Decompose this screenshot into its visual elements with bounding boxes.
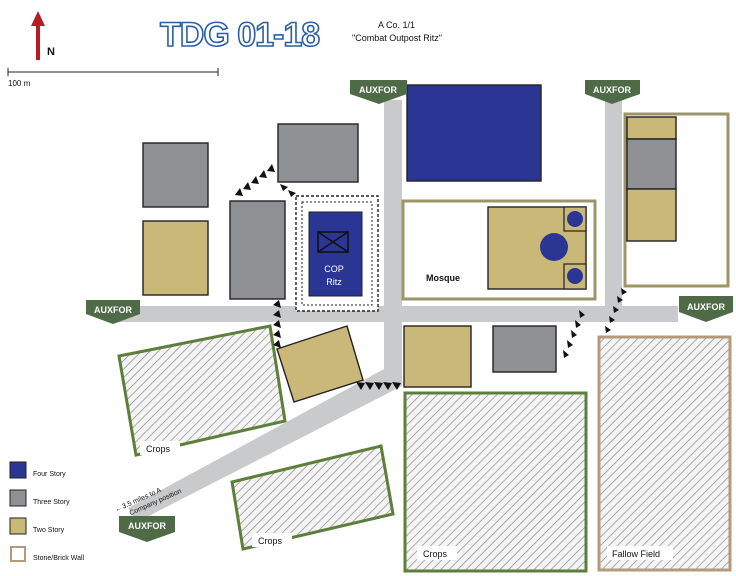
road-north-south-left [384, 100, 402, 376]
auxfor-label: AUXFOR [128, 521, 167, 531]
crops-label-west: Crops [146, 444, 171, 454]
road-diagonal [128, 368, 402, 522]
fallow-field [597, 335, 732, 572]
map-title: TDG 01-18 [160, 16, 319, 54]
building-two-story [626, 116, 677, 140]
building-three-story [626, 138, 677, 190]
north-arrow: N [31, 11, 55, 60]
auxfor-label: AUXFOR [94, 305, 133, 315]
auxfor-marker-southwest: AUXFOR [119, 516, 175, 542]
minaret-north [567, 211, 583, 227]
legend-item-stone-wall: Stone/Brick Wall [10, 546, 85, 562]
crops-label-southwest: Crops [258, 536, 283, 546]
legend: Four Story Three Story Two Story Stone/B… [9, 461, 85, 562]
legend-label: Stone/Brick Wall [33, 555, 85, 562]
auxfor-marker-west: AUXFOR [86, 300, 140, 324]
auxfor-label: AUXFOR [687, 302, 726, 312]
north-label: N [47, 46, 55, 58]
auxfor-marker-north-left: AUXFOR [350, 80, 407, 104]
building-two-story [403, 325, 472, 388]
building-three-story [229, 200, 286, 300]
auxfor-label: AUXFOR [593, 85, 632, 95]
left-arrow-icon: ← [114, 505, 123, 514]
outpost-label-line2: Ritz [326, 277, 342, 287]
crops-label-bg [252, 533, 292, 547]
legend-item-three-story: Three Story [9, 489, 70, 507]
crops-label-bg [417, 546, 457, 560]
minaret-south [567, 268, 583, 284]
crop-field-southwest [230, 444, 395, 551]
legend-label: Two Story [33, 527, 65, 534]
road-north-south-right [605, 100, 622, 322]
fallow-field-label: Fallow Field [612, 549, 660, 559]
scale-label: 100 m [8, 79, 31, 88]
buildings [142, 84, 557, 403]
crops-label-bg [140, 441, 180, 455]
legend-label: Four Story [33, 471, 66, 478]
infantry-symbol-icon [317, 231, 349, 253]
auxfor-marker-east: AUXFOR [679, 296, 733, 322]
crops-label-south: Crops [423, 549, 448, 559]
building-three-story [142, 142, 209, 208]
auxfor-label: AUXFOR [359, 85, 398, 95]
building-three-story [492, 325, 557, 373]
building-three-story [277, 123, 359, 183]
crop-field-south [403, 391, 588, 573]
crop-field-west [117, 324, 287, 457]
outpost-building [308, 211, 363, 297]
mosque-label: Mosque [426, 273, 460, 283]
roads [118, 100, 678, 522]
fallow-label-bg [607, 546, 673, 560]
building-two-story [626, 188, 677, 242]
unit-line: A Co. 1/1 [378, 20, 415, 30]
building-two-story [276, 325, 364, 403]
legend-item-four-story: Four Story [9, 461, 66, 479]
scale-bar: 100 m [7, 68, 219, 88]
legend-label: Three Story [33, 499, 70, 506]
mosque-dome [540, 233, 568, 261]
auxfor-marker-north-right: AUXFOR [585, 80, 640, 104]
building-two-story [142, 220, 209, 296]
outpost-inner-wall [301, 201, 373, 306]
outpost-line: "Combat Outpost Ritz" [352, 33, 442, 43]
outpost-label-line1: COP [324, 264, 344, 274]
legend-item-two-story: Two Story [9, 517, 65, 535]
building-four-story [406, 84, 542, 182]
wire-obstacle [235, 164, 627, 390]
